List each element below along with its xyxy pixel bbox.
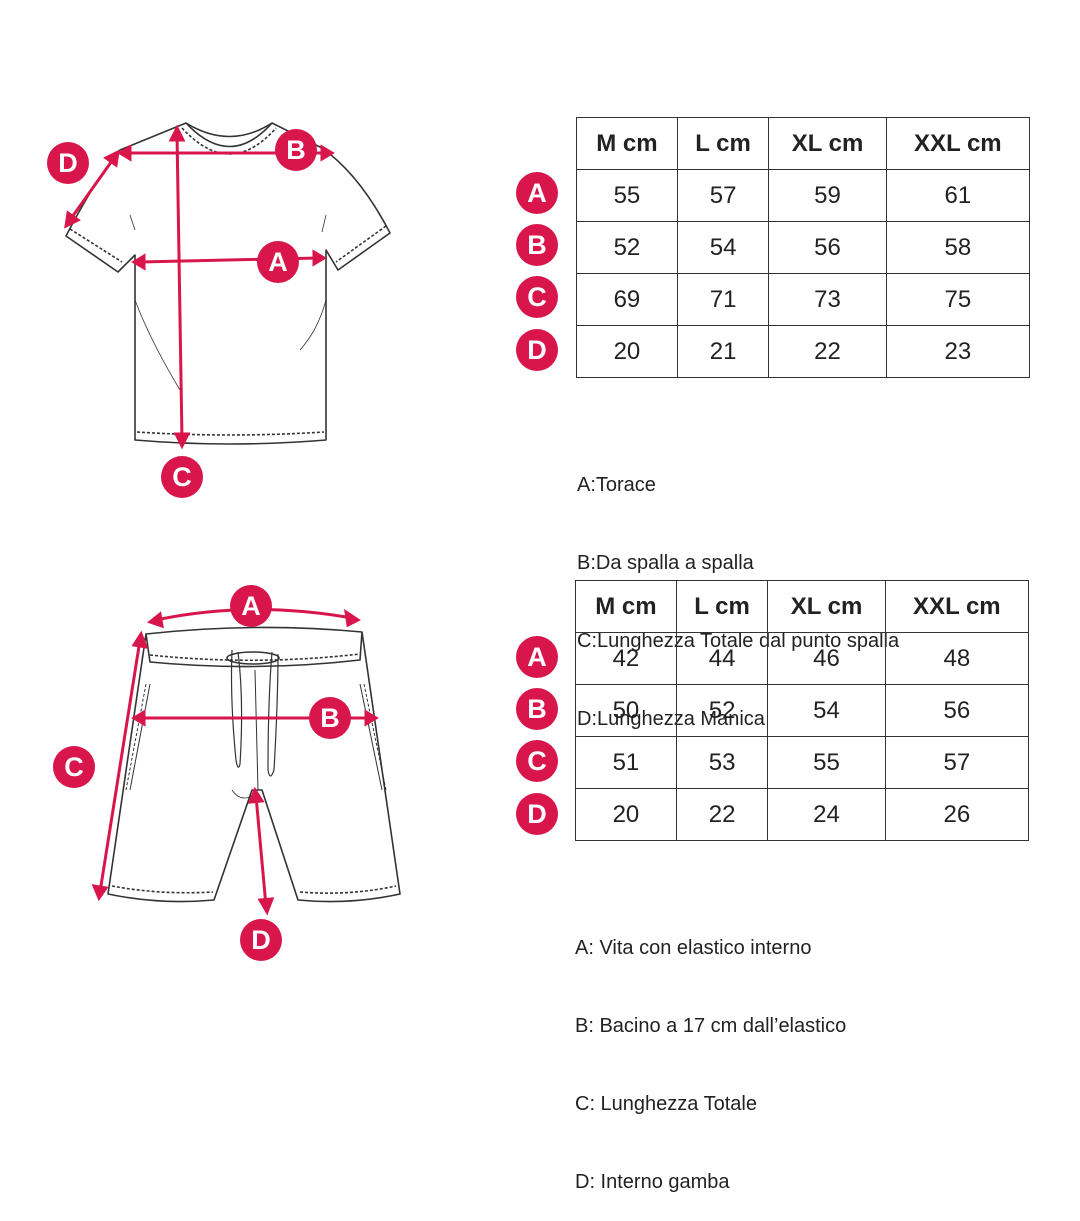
- shorts-col-header: L cm: [675, 580, 769, 633]
- table-cell: 57: [676, 169, 770, 222]
- table-cell: 52: [576, 221, 678, 274]
- table-cell: 73: [768, 273, 887, 326]
- tshirt-row-label-d: D: [516, 329, 558, 371]
- tshirt-col-header: XL cm: [768, 117, 887, 170]
- table-cell: 51: [575, 736, 677, 789]
- shorts-measure-d-line: [254, 795, 268, 907]
- shorts-outline: [107, 631, 401, 903]
- table-row: 69 71 73 75: [576, 273, 1031, 326]
- shorts-row-label-d: D: [516, 793, 558, 835]
- table-cell: 26: [884, 788, 1030, 841]
- shorts-diagram: [91, 607, 401, 916]
- shorts-col-header: M cm: [575, 580, 677, 633]
- tshirt-marker-c: C: [161, 456, 203, 498]
- shorts-marker-d: D: [240, 919, 282, 961]
- shorts-marker-c: C: [53, 746, 95, 788]
- table-cell: 53: [675, 736, 769, 789]
- shorts-col-header: XL cm: [767, 580, 886, 633]
- tshirt-col-header: XXL cm: [885, 117, 1031, 170]
- table-row: 51 53 55 57: [575, 736, 1030, 789]
- tshirt-marker-a: A: [257, 241, 299, 283]
- tshirt-row-label-a: A: [516, 172, 558, 214]
- shorts-row-label-a: A: [516, 636, 558, 678]
- legend-item: B: Bacino a 17 cm dall’elastico: [575, 1015, 847, 1037]
- tshirt-marker-d: D: [47, 142, 89, 184]
- table-cell: 50: [575, 684, 677, 737]
- table-cell: 42: [575, 632, 677, 685]
- tshirt-header-row: M cm L cm XL cm XXL cm: [576, 117, 1031, 170]
- legend-item: C: Lunghezza Totale: [575, 1093, 757, 1115]
- shorts-measure-c-line: [98, 639, 142, 893]
- shorts-marker-b: B: [309, 697, 351, 739]
- legend-item: A: Vita con elastico interno: [575, 937, 812, 959]
- tshirt-row-label-b: B: [516, 224, 558, 266]
- shorts-row-label-c: C: [516, 740, 558, 782]
- tshirt-measure-d-line: [68, 157, 116, 221]
- table-cell: 55: [767, 736, 886, 789]
- table-cell: 21: [676, 325, 770, 378]
- tshirt-outline: [65, 122, 391, 445]
- table-cell: 24: [767, 788, 886, 841]
- shorts-col-header: XXL cm: [884, 580, 1030, 633]
- tshirt-row-label-c: C: [516, 276, 558, 318]
- shorts-header-row: M cm L cm XL cm XXL cm: [575, 580, 1030, 633]
- shorts-row-label-b: B: [516, 688, 558, 730]
- table-cell: 20: [575, 788, 677, 841]
- legend-item: B:Da spalla a spalla: [577, 552, 754, 574]
- table-row: 20 21 22 23: [576, 325, 1031, 378]
- table-cell: 61: [885, 169, 1031, 222]
- table-cell: 54: [767, 684, 886, 737]
- table-cell: 44: [675, 632, 769, 685]
- table-cell: 55: [576, 169, 678, 222]
- tshirt-size-table: M cm L cm XL cm XXL cm 55 57 59 61 52 54…: [576, 117, 1031, 378]
- shorts-size-table: M cm L cm XL cm XXL cm 42 44 46 48 50 52…: [575, 580, 1030, 841]
- table-cell: 22: [768, 325, 887, 378]
- table-cell: 52: [675, 684, 769, 737]
- table-cell: 59: [768, 169, 887, 222]
- table-cell: 56: [884, 684, 1030, 737]
- table-cell: 22: [675, 788, 769, 841]
- table-cell: 23: [885, 325, 1031, 378]
- tshirt-measure-c-line: [175, 133, 184, 441]
- table-cell: 46: [767, 632, 886, 685]
- shorts-legend: A: Vita con elastico interno B: Bacino a…: [575, 883, 846, 1221]
- table-cell: 56: [768, 221, 887, 274]
- table-cell: 48: [884, 632, 1030, 685]
- tshirt-marker-b: B: [275, 129, 317, 171]
- table-row: 50 52 54 56: [575, 684, 1030, 737]
- table-cell: 20: [576, 325, 678, 378]
- legend-item: D: Interno gamba: [575, 1171, 730, 1193]
- tshirt-col-header: M cm: [576, 117, 678, 170]
- table-cell: 54: [676, 221, 770, 274]
- shorts-waistband: [145, 626, 363, 668]
- table-row: 20 22 24 26: [575, 788, 1030, 841]
- table-row: 55 57 59 61: [576, 169, 1031, 222]
- tshirt-col-header: L cm: [676, 117, 770, 170]
- table-row: 52 54 56 58: [576, 221, 1031, 274]
- legend-item: A:Torace: [577, 474, 656, 496]
- table-cell: 69: [576, 273, 678, 326]
- table-row: 42 44 46 48: [575, 632, 1030, 685]
- table-cell: 57: [884, 736, 1030, 789]
- shorts-marker-a: A: [230, 585, 272, 627]
